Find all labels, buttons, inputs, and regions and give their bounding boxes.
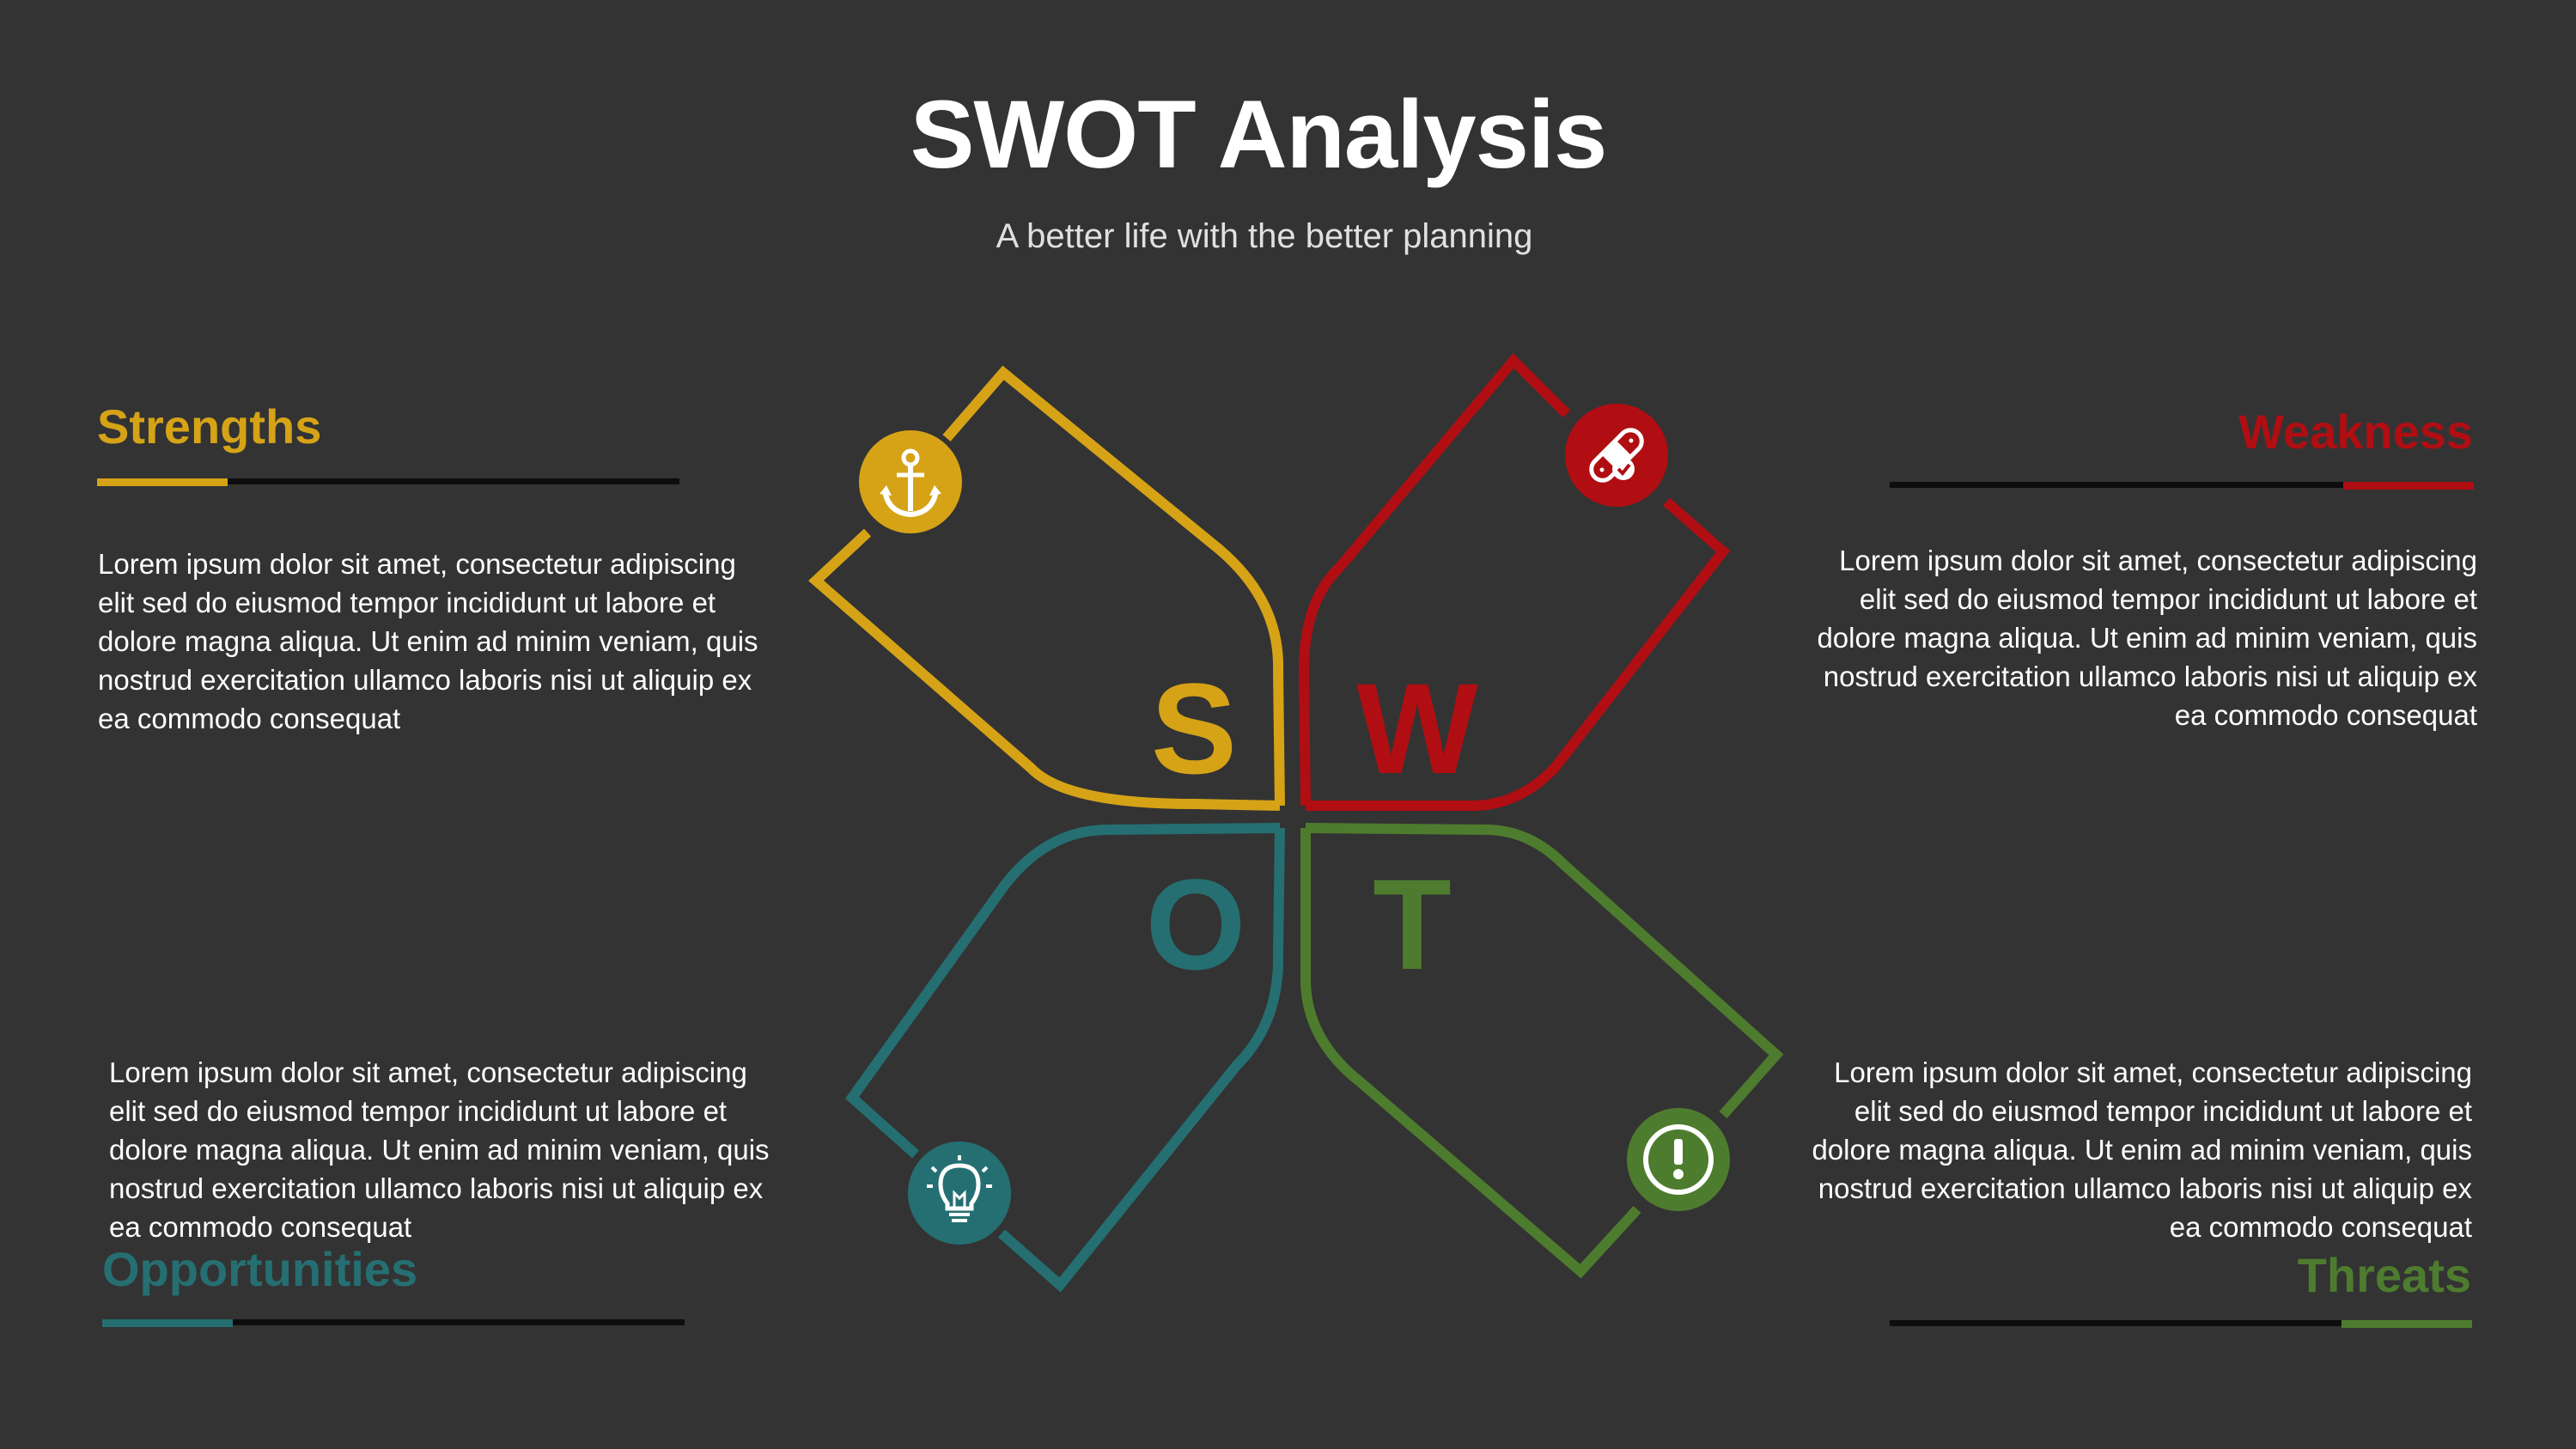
threats-letter: T [1373,852,1452,996]
threats-heading: Threats [2297,1248,2471,1302]
page-subtitle: A better life with the better planning [996,217,1533,255]
threats-divider [1890,1320,2472,1328]
lightbulb-icon [908,1142,1011,1245]
anchor-icon [859,430,962,533]
strengths-text: Lorem ipsum dolor sit amet, consectetur … [98,548,758,734]
opportunities-divider-accent [102,1319,233,1327]
threats-petal [1305,823,1784,1118]
opportunities-petal [844,823,1281,1159]
weakness-petal-top [1298,353,1571,807]
threats-divider-accent [2342,1320,2472,1328]
opportunities-divider [102,1319,685,1327]
weakness-heading: Weakness [2238,405,2473,459]
strengths-petal-top [942,365,1285,807]
opportunities-heading: Opportunities [102,1242,418,1296]
exclamation-icon [1627,1108,1730,1211]
weakness-divider-accent [2343,482,2474,490]
weakness-letter: W [1356,656,1478,801]
weakness-divider [1890,482,2474,490]
strengths-divider-accent [97,478,228,486]
strengths-letter: S [1151,656,1237,801]
page-title: SWOT Analysis [910,81,1608,188]
bandage-icon [1565,404,1668,507]
strengths-divider [97,478,679,486]
threats-text: Lorem ipsum dolor sit amet, consectetur … [1812,1056,2472,1243]
strengths-petal [808,528,1281,811]
threats-petal-bottom [1300,828,1641,1279]
opportunities-text: Lorem ipsum dolor sit amet, consectetur … [109,1056,770,1243]
opportunities-letter: O [1146,852,1246,996]
opportunities-petal-bottom [998,827,1285,1293]
strengths-heading: Strengths [97,399,322,454]
weakness-text: Lorem ipsum dolor sit amet, consectetur … [1817,545,2477,731]
weakness-petal [1306,497,1731,811]
